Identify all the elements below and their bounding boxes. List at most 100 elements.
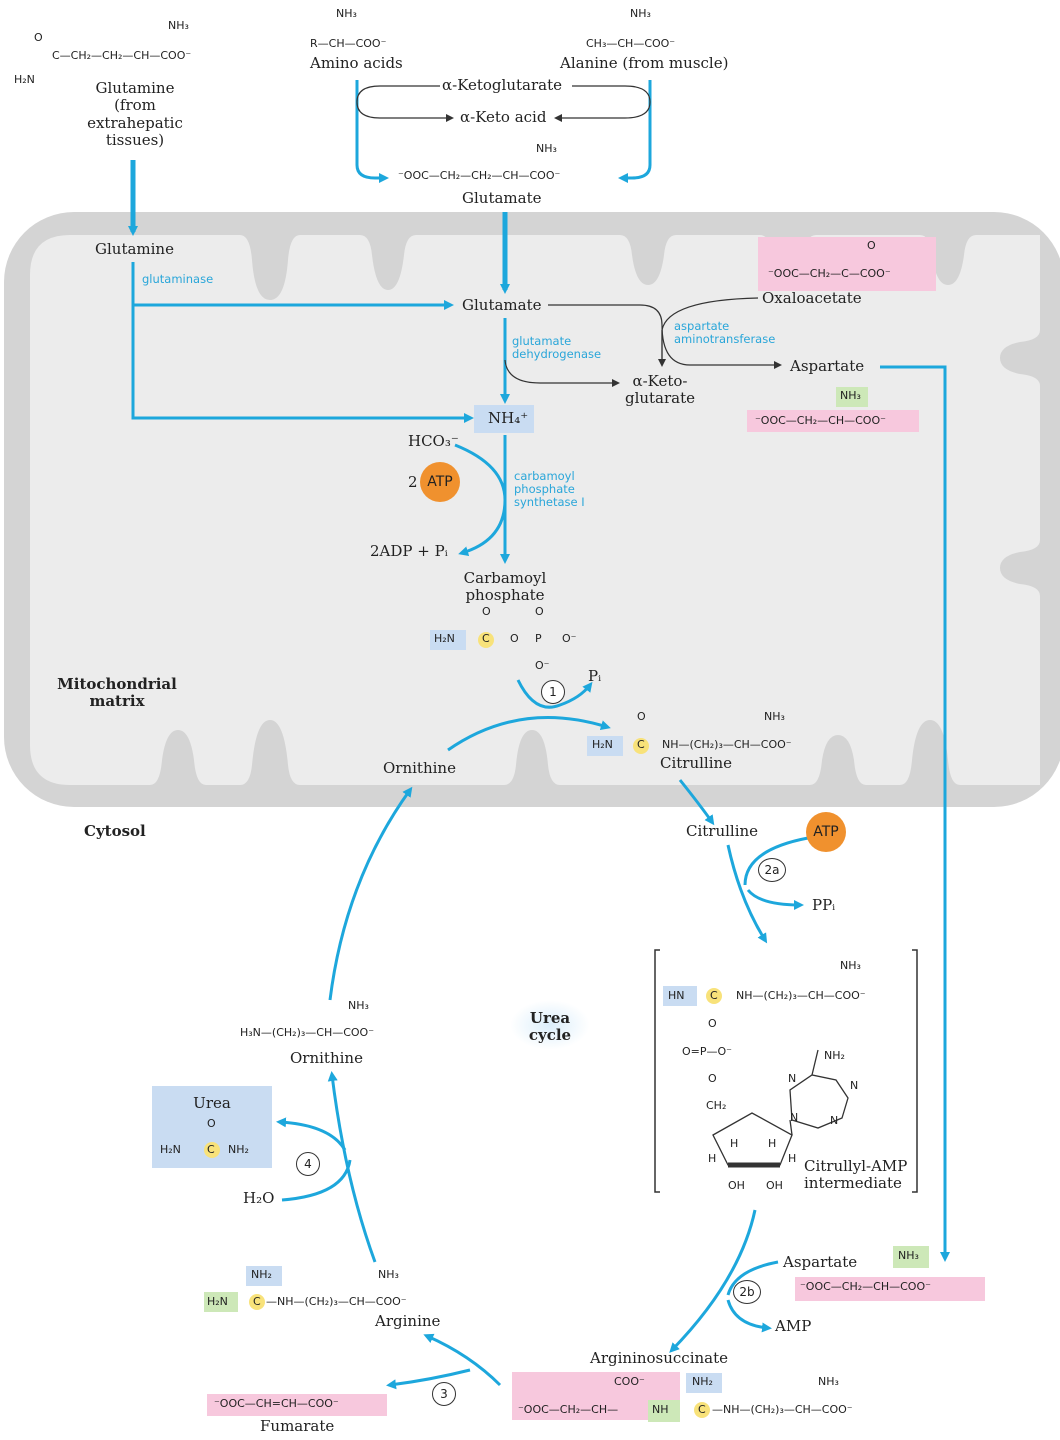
amp: AMP [775, 1317, 812, 1335]
aspartate-matrix: Aspartate [790, 357, 865, 375]
arrow-akg-loop [356, 85, 454, 122]
arrow-step3 [423, 1333, 502, 1387]
argsucc-nh2: NH₂ [692, 1375, 713, 1388]
carbp-o3: O [510, 632, 519, 645]
int-nh2: NH₂ [824, 1049, 845, 1062]
alanine-struct: CH₃—CH—COO⁻ [586, 37, 676, 50]
urea-cycle-label: Urea cycle [528, 1009, 572, 1045]
gdh-label: glutamate dehydrogenase [512, 334, 602, 362]
int-o1: O [708, 1017, 717, 1030]
int-ch2: CH₂ [706, 1099, 727, 1112]
arg-nh2-highlight [246, 1266, 282, 1286]
glycosidic-bond [789, 1119, 793, 1136]
int-h4: H [788, 1152, 797, 1165]
cit-amine-highlight [587, 736, 623, 756]
aminoacids-label: Amino acids [310, 54, 403, 72]
int-oh2: OH [766, 1179, 783, 1192]
asp-cytosol-struct: ⁻OOC—CH₂—CH—COO⁻ [800, 1280, 931, 1293]
step-2b-marker: 2b [733, 1280, 761, 1304]
arrow-citrulline-export [678, 779, 715, 826]
akg-matrix: α-Keto- glutarate [624, 372, 696, 408]
hco3: HCO₃⁻ [408, 432, 459, 450]
int-hn: HN [668, 989, 685, 1002]
int-o2: O [708, 1072, 717, 1085]
argsucc-nh2-highlight [686, 1373, 722, 1393]
arginine-label: Arginine [375, 1312, 441, 1330]
cytosol-label: Cytosol [84, 822, 146, 840]
carbamoyl-phosphate-label: Carbamoyl phosphate [463, 569, 547, 605]
ast-label: aspartate aminotransferase [674, 319, 776, 347]
carbp-c: C [482, 632, 490, 645]
carbon-mark [694, 1402, 710, 1418]
argsucc-right: —NH—(CH₂)₃—CH—COO⁻ [712, 1403, 853, 1416]
atp-matrix: ATP [420, 462, 460, 502]
step-2a-marker: 2a [758, 858, 786, 882]
arrow-gdh-akg [504, 359, 620, 387]
argsucc-c: C [698, 1403, 706, 1416]
fumarate-struct: ⁻OOC—CH=CH—COO⁻ [214, 1397, 339, 1410]
int-h3: H [708, 1152, 717, 1165]
nh4: NH₄⁺ [488, 409, 529, 427]
alanine-struct-nh3: NH₃ [630, 7, 651, 20]
int-n3: N [830, 1114, 839, 1127]
arrow-3-fumarate [386, 1368, 471, 1390]
aspartate-matrix-amine [836, 387, 868, 407]
asp-cytosol-nh3: NH₃ [898, 1249, 919, 1262]
glutamate-top-struct: ⁻OOC—CH₂—CH₂—CH—COO⁻ [398, 169, 561, 182]
aminoacid-struct: R—CH—COO⁻ [310, 37, 387, 50]
citrulline-cytosol: Citrulline [686, 822, 759, 840]
arrow-step1 [516, 679, 593, 709]
oxaloacetate-label: Oxaloacetate [762, 289, 862, 307]
adenine-ring [789, 1049, 849, 1129]
int-n4: N [790, 1111, 799, 1124]
intermediate-label: Citrullyl-AMP intermediate [804, 1157, 908, 1193]
ppi: PPᵢ [812, 896, 836, 914]
argsucc-nh-highlight [648, 1400, 680, 1422]
arrow-ornithine-import [328, 786, 413, 1001]
glutamate-top-label: Glutamate [462, 189, 542, 207]
int-n1: N [788, 1072, 797, 1085]
arrow-2b-amp [726, 1299, 772, 1333]
oaa-struct-o: O [867, 239, 876, 252]
arrow-4-urea [276, 1117, 347, 1151]
fumarate-label: Fumarate [260, 1417, 335, 1435]
step-1-marker: 1 [541, 680, 565, 704]
step-3-marker: 3 [432, 1382, 456, 1406]
argsucc-left: ⁻OOC—CH₂—CH— [518, 1403, 619, 1416]
glutamate-matrix: Glutamate [462, 296, 542, 314]
cit-h2n: H₂N [592, 738, 613, 751]
adp-pi: 2ADP + Pᵢ [370, 542, 448, 560]
mitochondrial-matrix-label: Mitochondrial matrix [57, 675, 177, 711]
int-h1: H [730, 1137, 739, 1150]
int-n2: N [850, 1079, 859, 1092]
crista [1000, 330, 1040, 386]
arg-chain: —NH—(CH₂)₃—CH—COO⁻ [266, 1295, 407, 1308]
glutamine-struct-chain: C—CH₂—CH₂—CH—COO⁻ [52, 49, 192, 62]
carbon-mark [478, 632, 494, 648]
carbon-mark [706, 988, 722, 1004]
arrow-ornithine-citrulline [447, 716, 611, 752]
argsucc-nh: NH [652, 1403, 669, 1416]
carbp-h2n: H₂N [434, 632, 455, 645]
carbp-o2: O [535, 605, 544, 618]
glutamine-struct-nh3: NH₃ [168, 19, 189, 32]
arrow-aspartate-export [880, 365, 950, 1262]
urea-c: C [207, 1143, 215, 1156]
arrow-step2a [726, 844, 768, 944]
inner-membrane [30, 235, 1040, 785]
arg-nh3: NH₃ [378, 1268, 399, 1281]
arrow-step4 [327, 1071, 377, 1263]
carbon-mark [204, 1142, 220, 1158]
ornithine-matrix: Ornithine [383, 759, 456, 777]
int-hn-highlight [663, 986, 697, 1006]
fumarate-highlight [207, 1394, 387, 1416]
int-chain: NH—(CH₂)₃—CH—COO⁻ [736, 989, 866, 1002]
urea-o: O [207, 1117, 216, 1130]
cps-label: carbamoyl phosphate synthetase I [514, 469, 585, 510]
aspartate-cytosol-amine [893, 1246, 929, 1268]
arrow-2a-atp [743, 836, 809, 886]
glutamine-struct-o: O [34, 31, 43, 44]
cit-o: O [637, 710, 646, 723]
